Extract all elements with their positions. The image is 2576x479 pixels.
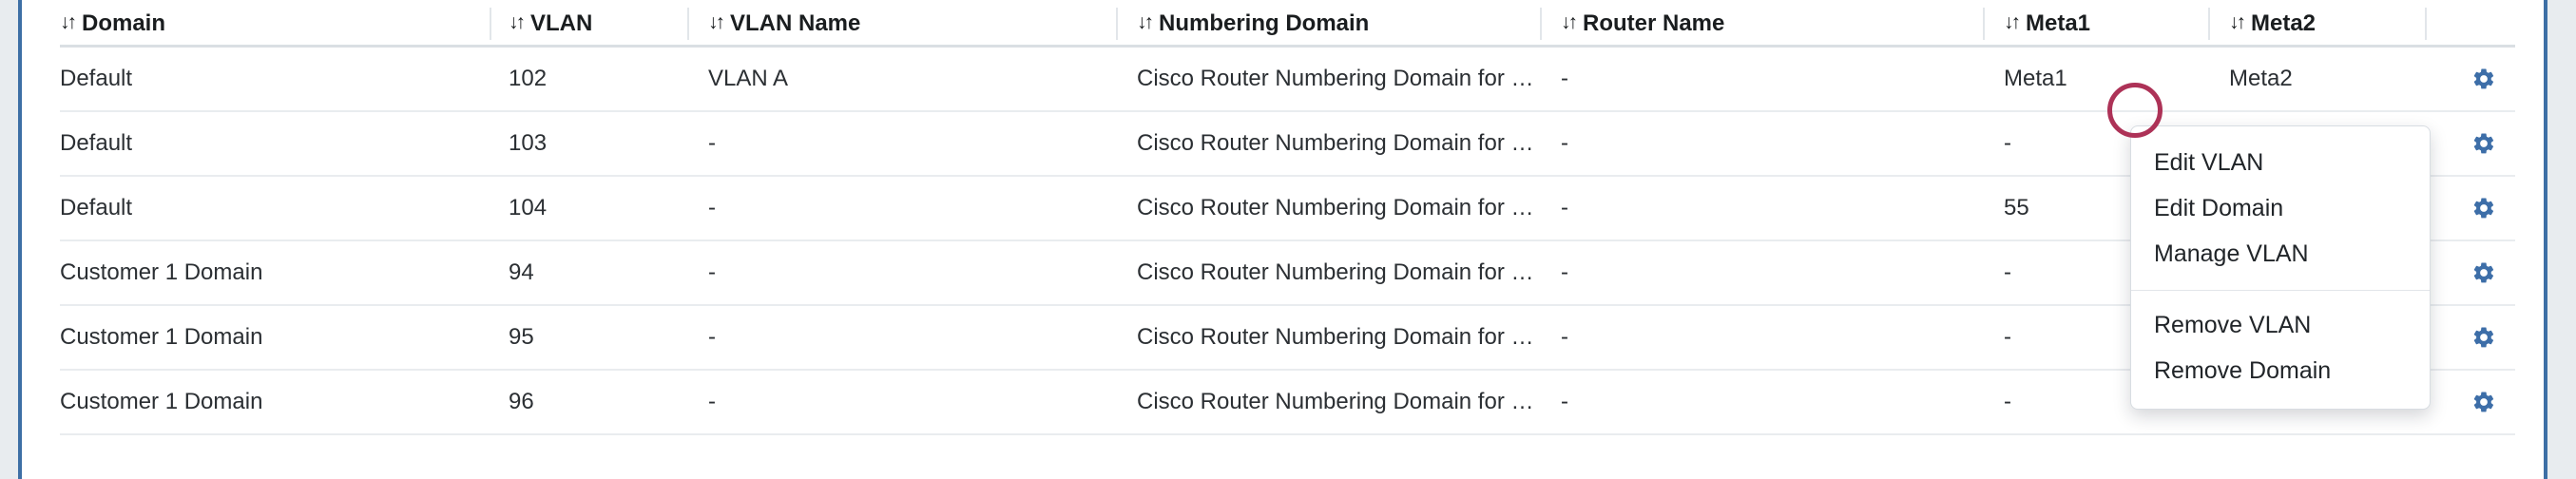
table-row[interactable]: Customer 1 Domain 94 - Cisco Router Numberi… [60,241,2515,306]
cell-numbering_domain: Cisco Router Numbering Domain for … [1137,324,1534,350]
table-row[interactable]: Default 103 - Cisco Router Numbering Domain… [60,112,2515,177]
cell-meta1: - [2004,259,2011,285]
sort-icon: ↓↑ [509,11,526,33]
sort-icon: ↓↑ [2229,11,2246,33]
cell-meta2: Meta2 [2229,66,2293,91]
menu-item-remove-vlan[interactable]: Remove VLAN [2154,311,2312,338]
cell-router_name: - [1561,389,1568,414]
cell-router_name: - [1561,195,1568,220]
menu-separator [2131,290,2430,291]
column-header-label: VLAN Name [730,10,861,36]
cell-numbering_domain: Cisco Router Numbering Domain for … [1137,66,1534,91]
column-header-label: Meta2 [2251,10,2316,36]
cell-meta1: 55 [2004,195,2029,220]
right-gutter [2547,0,2576,479]
cell-numbering_domain: Cisco Router Numbering Domain for … [1137,259,1534,285]
cell-vlan_name: VLAN A [708,66,789,91]
right-accent-rule [2544,0,2547,479]
content-panel: ↓↑ Domain ↓↑ VLAN ↓↑ VLAN Name ↓↑ Number… [22,0,2544,479]
sort-icon: ↓↑ [60,11,77,33]
header-divider [1983,8,1985,40]
table-row[interactable]: Default 104 - Cisco Router Numbering Domain… [60,177,2515,241]
column-header-label: Meta1 [2026,10,2091,36]
cell-vlan_name: - [708,324,716,350]
cell-domain: Default [60,195,133,220]
cell-meta1: Meta1 [2004,66,2067,91]
row-actions-gear-icon[interactable] [2465,48,2503,110]
header-divider [1540,8,1542,40]
table-body: Default 102 VLAN A Cisco Router Numbering D… [22,48,2544,435]
column-header-router-name[interactable]: ↓↑ Router Name [1561,0,1724,48]
cell-meta1: - [2004,389,2011,414]
header-divider [1116,8,1118,40]
row-actions-gear-icon[interactable] [2465,112,2503,175]
cell-domain: Customer 1 Domain [60,259,263,285]
row-actions-gear-icon[interactable] [2465,306,2503,369]
cell-numbering_domain: Cisco Router Numbering Domain for … [1137,195,1534,220]
header-underline [60,45,2515,48]
cell-meta1: - [2004,324,2011,350]
cell-numbering_domain: Cisco Router Numbering Domain for … [1137,389,1534,414]
sort-icon: ↓↑ [708,11,725,33]
column-header-vlan-name[interactable]: ↓↑ VLAN Name [708,0,860,48]
column-header-meta2[interactable]: ↓↑ Meta2 [2229,0,2316,48]
column-header-vlan[interactable]: ↓↑ VLAN [509,0,592,48]
cell-numbering_domain: Cisco Router Numbering Domain for … [1137,130,1534,156]
sort-icon: ↓↑ [2004,11,2021,33]
table-header-row: ↓↑ Domain ↓↑ VLAN ↓↑ VLAN Name ↓↑ Number… [22,0,2544,48]
vlan-table: ↓↑ Domain ↓↑ VLAN ↓↑ VLAN Name ↓↑ Number… [22,0,2544,435]
table-row[interactable]: Customer 1 Domain 95 - Cisco Router Numberi… [60,306,2515,371]
column-header-label: Numbering Domain [1159,10,1370,36]
header-divider [490,8,491,40]
cell-domain: Customer 1 Domain [60,389,263,414]
menu-item-edit-vlan[interactable]: Edit VLAN [2154,148,2264,176]
cell-vlan: 96 [509,389,534,414]
cell-domain: Default [60,130,133,156]
header-divider [2425,8,2427,40]
cell-vlan_name: - [708,195,716,220]
row-actions-gear-icon[interactable] [2465,241,2503,304]
cell-vlan_name: - [708,259,716,285]
cell-router_name: - [1561,130,1568,156]
cell-vlan: 94 [509,259,534,285]
cell-router_name: - [1561,324,1568,350]
cell-domain: Default [60,66,133,91]
header-divider [687,8,689,40]
cell-vlan: 95 [509,324,534,350]
column-header-meta1[interactable]: ↓↑ Meta1 [2004,0,2090,48]
cell-vlan: 102 [509,66,548,91]
cell-vlan: 103 [509,130,548,156]
column-header-domain[interactable]: ↓↑ Domain [60,0,165,48]
table-row[interactable]: Default 102 VLAN A Cisco Router Numbering D… [60,48,2515,112]
header-divider [2208,8,2210,40]
sort-icon: ↓↑ [1137,11,1154,33]
cell-vlan_name: - [708,130,716,156]
cell-vlan_name: - [708,389,716,414]
cell-vlan: 104 [509,195,548,220]
column-header-label: Domain [82,10,166,36]
menu-item-edit-domain[interactable]: Edit Domain [2154,194,2284,221]
column-header-numbering-domain[interactable]: ↓↑ Numbering Domain [1137,0,1369,48]
menu-item-remove-domain[interactable]: Remove Domain [2154,356,2332,384]
column-header-label: Router Name [1583,10,1725,36]
left-gutter [0,0,18,479]
cell-domain: Customer 1 Domain [60,324,263,350]
column-header-label: VLAN [530,10,593,36]
row-actions-gear-icon[interactable] [2465,371,2503,433]
table-row[interactable]: Customer 1 Domain 96 - Cisco Router Numberi… [60,371,2515,435]
menu-item-manage-vlan[interactable]: Manage VLAN [2154,240,2309,267]
sort-icon: ↓↑ [1561,11,1578,33]
cell-router_name: - [1561,66,1568,91]
row-actions-gear-icon[interactable] [2465,177,2503,240]
cell-meta1: - [2004,130,2011,156]
left-accent-rule [18,0,22,479]
cell-router_name: - [1561,259,1568,285]
